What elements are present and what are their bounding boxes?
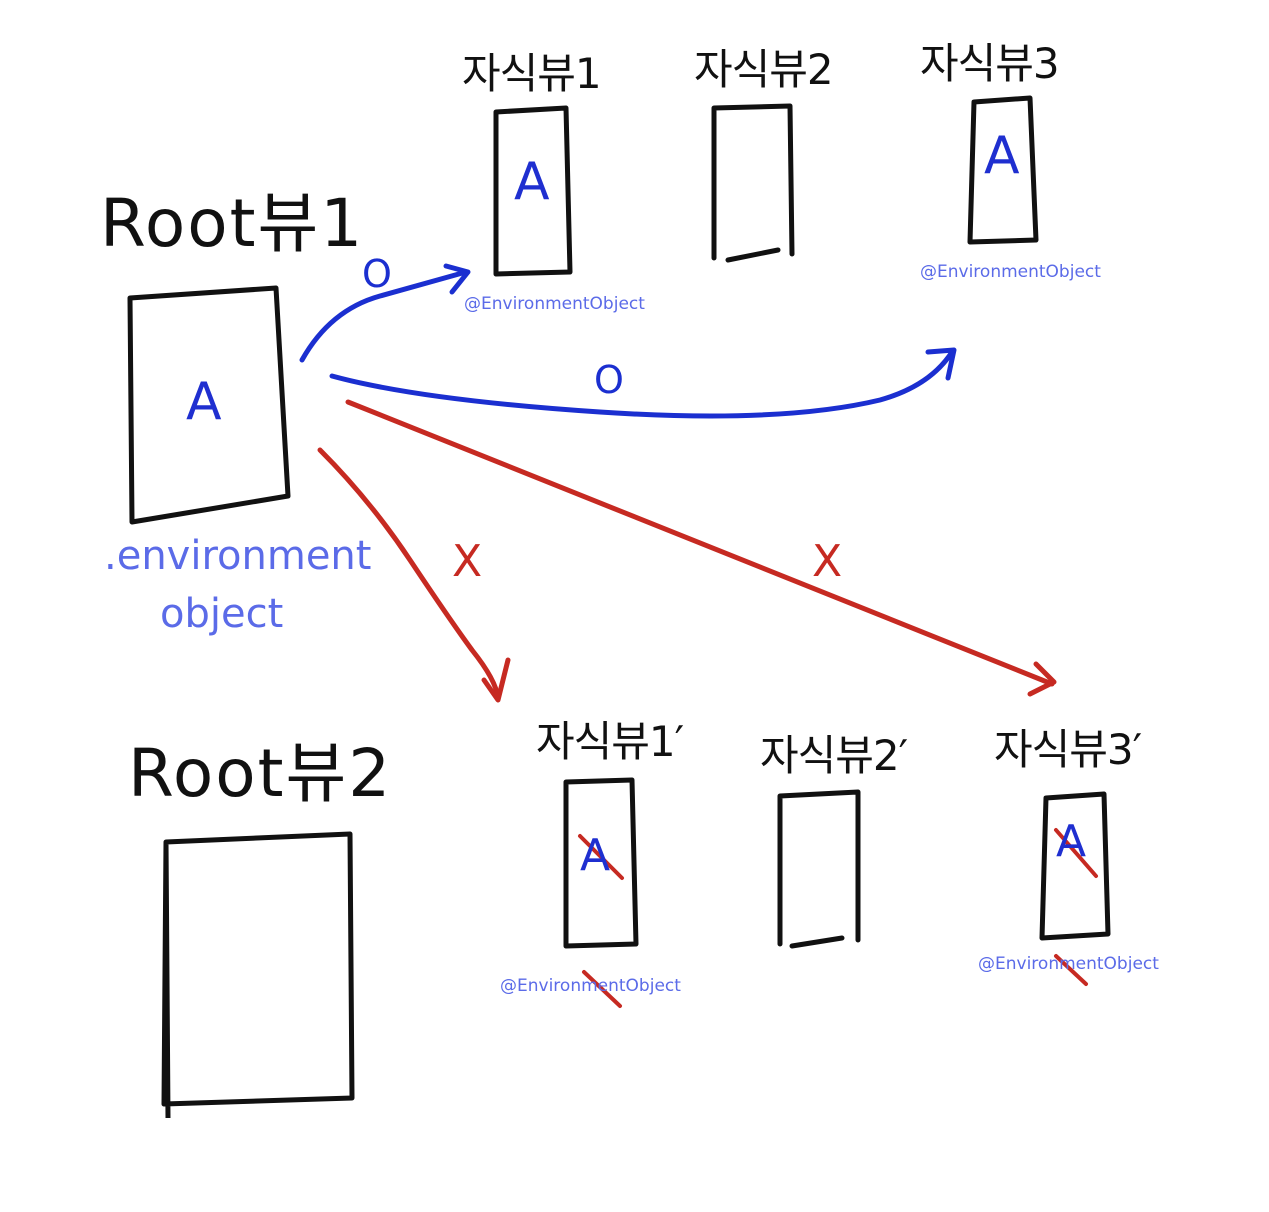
root1-object-letter: A bbox=[186, 372, 222, 432]
root1-title: Root뷰1 bbox=[100, 185, 365, 262]
allowed-mark-lower: O bbox=[594, 358, 624, 402]
allowed-edge-to-child3-arrowhead bbox=[925, 347, 957, 381]
blocked-edge-to-root2-child1-arrowhead bbox=[481, 657, 511, 703]
tree1-child1-object-letter: A bbox=[514, 152, 550, 212]
allowed-edge-to-child1 bbox=[299, 269, 469, 363]
blocked-edge-to-root2-child3 bbox=[345, 399, 1055, 687]
tree2-child2-title: 자식뷰2′ bbox=[760, 731, 908, 780]
allowed-edge-to-child1-arrowhead bbox=[443, 263, 471, 295]
allowed-mark-upper: O bbox=[362, 252, 392, 296]
blocked-edge-to-root2-child1 bbox=[317, 447, 501, 701]
root2-title: Root뷰2 bbox=[128, 735, 393, 812]
tree2-child1-box bbox=[563, 777, 639, 949]
tree1-child1-box bbox=[493, 105, 573, 277]
tree2-child3-annotation: @EnvironmentObject bbox=[978, 954, 1159, 974]
tree1-child2-title: 자식뷰2 bbox=[694, 45, 834, 94]
blocked-mark-right: X bbox=[812, 536, 843, 587]
tree2-child3-box bbox=[1039, 791, 1111, 941]
tree2-child1-annotation: @EnvironmentObject bbox=[500, 976, 681, 996]
tree2-child1-object-letter: A bbox=[580, 830, 611, 881]
tree2-child3-title: 자식뷰3′ bbox=[994, 725, 1142, 774]
tree2-child1-title: 자식뷰1′ bbox=[536, 717, 684, 766]
tree1-child1-annotation: @EnvironmentObject bbox=[464, 294, 645, 314]
blocked-edge-to-root2-child3-arrowhead bbox=[1027, 661, 1057, 697]
tree1-child2-box bbox=[711, 103, 795, 263]
root1-box bbox=[127, 285, 291, 525]
tree2-child1-strike bbox=[578, 834, 624, 880]
tree2-child3-strike bbox=[1054, 828, 1098, 878]
tree2-child1-annotation-strike bbox=[582, 970, 622, 1008]
tree1-child3-annotation: @EnvironmentObject bbox=[920, 262, 1101, 282]
tree1-child3-object-letter: A bbox=[984, 126, 1020, 186]
tree2-child3-annotation-strike bbox=[1054, 954, 1088, 986]
allowed-edge-to-child3 bbox=[329, 349, 955, 419]
tree1-child1-title: 자식뷰1 bbox=[462, 49, 602, 98]
root1-modifier-line1: .environment bbox=[104, 533, 372, 579]
tree2-child3-object-letter: A bbox=[1056, 816, 1087, 867]
tree1-child3-box bbox=[967, 95, 1039, 245]
root2-box bbox=[161, 831, 355, 1119]
tree1-child3-title: 자식뷰3 bbox=[920, 39, 1060, 88]
blocked-mark-left: X bbox=[452, 536, 483, 587]
root1-modifier-line2: object bbox=[160, 591, 284, 637]
tree2-child2-box bbox=[777, 789, 861, 949]
